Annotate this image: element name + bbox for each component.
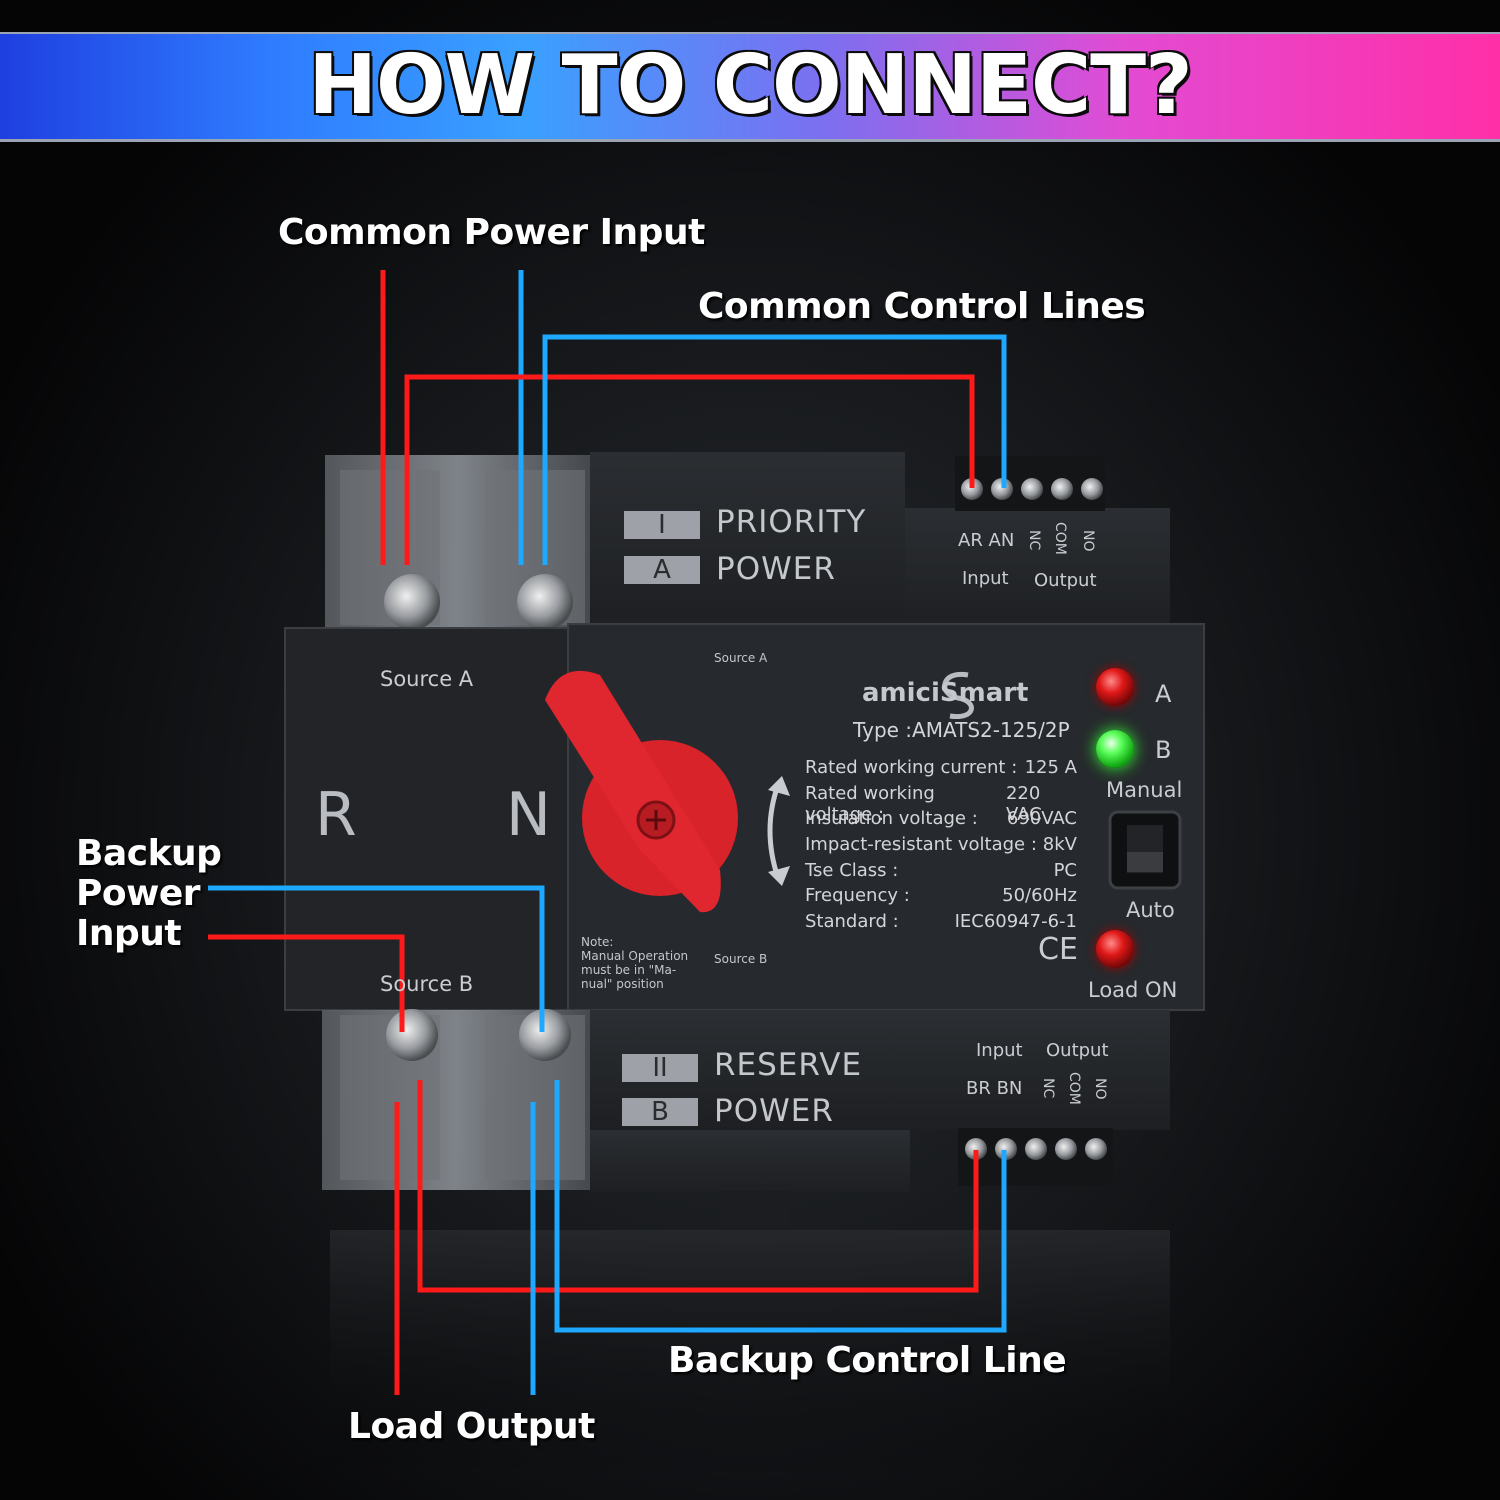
source-panel xyxy=(284,627,569,1011)
indicator-b-label: B xyxy=(1155,736,1172,764)
reserve-power-label: POWER xyxy=(714,1093,834,1129)
floor-reflection xyxy=(330,1230,1170,1480)
ce-mark: CE xyxy=(1038,932,1078,967)
bottom-terminal-no: NO xyxy=(1092,1078,1108,1100)
auto-label: Auto xyxy=(1126,898,1175,922)
bottom-terminal-screws xyxy=(965,1138,1107,1160)
top-module xyxy=(590,452,905,630)
callout-load-output: Load Output xyxy=(348,1406,595,1447)
manual-label: Manual xyxy=(1106,778,1183,802)
tag-priority-a: A xyxy=(624,556,700,584)
switch-source-a: Source A xyxy=(714,651,768,665)
callout-common-control-lines: Common Control Lines xyxy=(698,286,1146,327)
spec-row: Rated working current :125 A xyxy=(805,757,1077,778)
led-source-b xyxy=(1096,730,1134,768)
terminal-r-label: R xyxy=(315,780,357,850)
spec-row: Frequency :50/60Hz xyxy=(805,885,1077,906)
bottom-screw-n xyxy=(519,1009,571,1061)
priority-power-label: POWER xyxy=(716,551,836,587)
bottom-terminal-output: Output xyxy=(1046,1040,1109,1061)
reserve-label: RESERVE xyxy=(714,1047,863,1083)
rotary-handle xyxy=(545,670,738,913)
indicator-a-label: A xyxy=(1155,680,1172,708)
tag-reserve-ii: II xyxy=(622,1054,698,1082)
switch-source-b: Source B xyxy=(714,952,768,966)
brand-logo-icon xyxy=(942,671,974,720)
tag-priority-i: I xyxy=(624,511,700,539)
top-terminal-screws xyxy=(961,478,1103,500)
manual-note: Note: Manual Operation must be in "Ma- n… xyxy=(581,935,689,991)
spec-row: Insulation voltage :690VAC xyxy=(805,808,1077,829)
spec-row: Rated working voltage :220 VAC xyxy=(805,783,1042,825)
top-terminal-nc: NC xyxy=(1026,530,1042,551)
bottom-terminal-nc: NC xyxy=(1040,1078,1056,1099)
spec-row: Impact-resistant voltage :8kV xyxy=(805,834,1077,855)
top-terminal-output: Output xyxy=(1034,570,1097,591)
bottom-screw-r xyxy=(386,1009,438,1061)
terminal-n-label: N xyxy=(506,780,551,850)
title-banner xyxy=(0,32,1500,142)
spec-row: Standard :IEC60947-6-1 xyxy=(805,911,1077,932)
led-load-on xyxy=(1096,930,1134,968)
top-terminal-no: NO xyxy=(1080,530,1096,552)
top-terminal-input: Input xyxy=(962,568,1009,589)
brand-name: amiciSmart xyxy=(862,678,1029,708)
bottom-terminal-input: Input xyxy=(976,1040,1023,1061)
top-screw-r xyxy=(384,574,440,630)
top-terminal-ar-an: AR AN xyxy=(958,530,1015,551)
load-on-label: Load ON xyxy=(1088,978,1178,1002)
spec-row: Tse Class :PC xyxy=(805,860,1077,881)
wiring xyxy=(208,270,1007,1395)
callout-backup-control-line: Backup Control Line xyxy=(668,1340,1067,1381)
bottom-terminal-br-bn: BR BN xyxy=(966,1078,1023,1099)
source-a-label: Source A xyxy=(380,667,474,691)
tag-reserve-b: B xyxy=(622,1098,698,1126)
top-terminal-com: COM xyxy=(1052,522,1068,555)
callout-backup-power-input: Backup Power Input xyxy=(76,833,222,954)
led-source-a xyxy=(1096,668,1134,706)
bottom-terminal-com: COM xyxy=(1066,1072,1082,1105)
source-b-label: Source B xyxy=(380,972,474,996)
priority-label: PRIORITY xyxy=(716,504,867,540)
callout-common-power-input: Common Power Input xyxy=(278,212,705,253)
page-title: HOW TO CONNECT? xyxy=(308,38,1192,133)
top-screw-n xyxy=(517,574,573,630)
device-type: Type :AMATS2-125/2P xyxy=(853,718,1070,742)
